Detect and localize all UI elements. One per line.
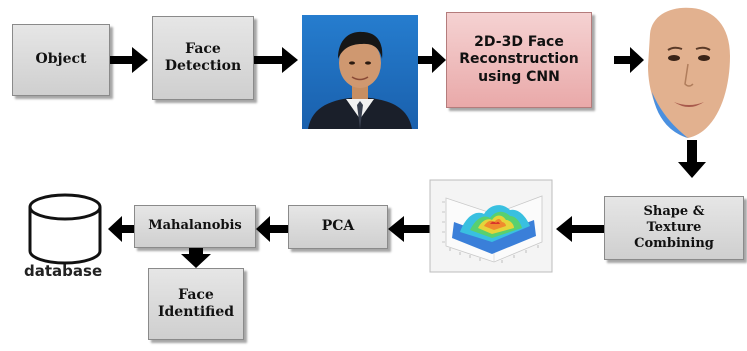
arrow-pca-to-mahalanobis bbox=[256, 216, 288, 242]
face-detection-box: Face Detection bbox=[152, 16, 254, 100]
arrow-face-to-shape bbox=[678, 140, 706, 178]
reconstruction-label: 2D-3D Face Reconstruction using CNN bbox=[459, 33, 579, 85]
shape-texture-label: Shape & Texture Combining bbox=[634, 203, 714, 252]
database-label: database bbox=[24, 262, 103, 280]
arrow-reconstruction-to-face bbox=[614, 47, 644, 73]
arrow-mahalanobis-to-database bbox=[108, 216, 134, 242]
pca-label: PCA bbox=[321, 218, 355, 235]
arrow-plot-to-pca bbox=[388, 216, 430, 242]
arrow-shape-to-plot bbox=[556, 216, 604, 242]
mahalanobis-box: Mahalanobis bbox=[134, 205, 256, 248]
object-label: Object bbox=[35, 51, 87, 68]
arrow-photo-to-reconstruction bbox=[418, 47, 446, 73]
arrow-object-to-detection bbox=[110, 47, 148, 73]
arrow-detection-to-photo bbox=[254, 47, 298, 73]
face-identified-box: Face Identified bbox=[148, 268, 244, 340]
database-icon bbox=[28, 193, 102, 265]
person-photo bbox=[302, 15, 418, 129]
mahalanobis-label: Mahalanobis bbox=[148, 218, 242, 234]
reconstructed-face bbox=[648, 7, 730, 139]
pca-box: PCA bbox=[288, 205, 388, 249]
reconstruction-box: 2D-3D Face Reconstruction using CNN bbox=[446, 12, 592, 108]
3d-surface-plot bbox=[429, 179, 553, 273]
shape-texture-box: Shape & Texture Combining bbox=[604, 196, 744, 260]
face-detection-label: Face Detection bbox=[164, 40, 242, 75]
arrow-mahalanobis-to-identified bbox=[181, 248, 211, 268]
object-box: Object bbox=[12, 24, 110, 96]
face-identified-label: Face Identified bbox=[157, 286, 235, 321]
